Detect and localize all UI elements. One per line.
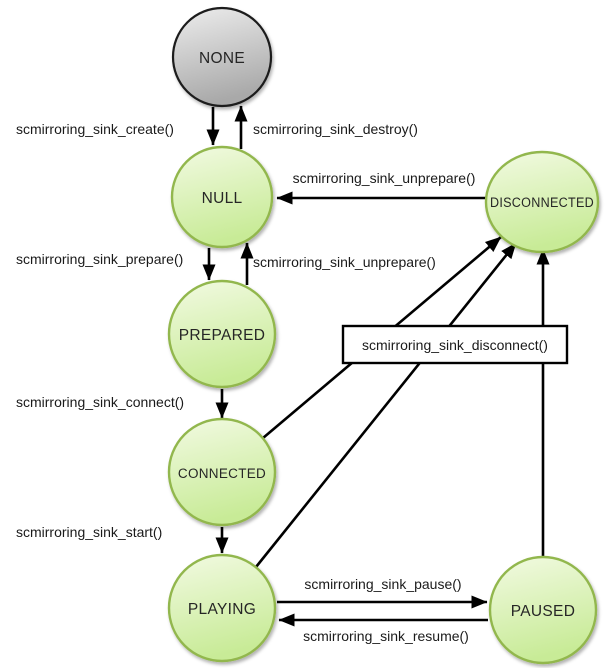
state-label-prepared: PREPARED	[179, 327, 266, 344]
state-circle-disconnected	[484, 150, 600, 254]
disconnect-box-rect	[341, 324, 569, 365]
state-label-disconnected: DISCONNECTED	[490, 195, 594, 210]
disconnect-transition-arrows	[254, 236, 550, 568]
transition-label-create: scmirroring_sink_create()	[16, 121, 174, 137]
state-label-connected: CONNECTED	[178, 466, 266, 481]
transition-label-unprepare-from-disconnected: scmirroring_sink_unprepare()	[293, 170, 476, 186]
transition-label-destroy: scmirroring_sink_destroy()	[253, 121, 418, 137]
transition-label-disconnect: scmirroring_sink_disconnect()	[362, 337, 548, 353]
transition-label-pause: scmirroring_sink_pause()	[304, 576, 461, 592]
state-null: NULL	[170, 145, 274, 249]
state-paused: PAUSED	[488, 555, 598, 665]
state-disconnected: DISCONNECTED	[484, 150, 600, 254]
disconnect-label-box: scmirroring_sink_disconnect()	[341, 324, 569, 365]
state-circle-connected	[167, 417, 277, 527]
transition-label-connect: scmirroring_sink_connect()	[16, 394, 184, 410]
state-label-null: NULL	[202, 190, 243, 207]
transition-label-unprepare-from-prepared: scmirroring_sink_unprepare()	[253, 254, 436, 270]
transition-label-resume: scmirroring_sink_resume()	[303, 628, 469, 644]
transition-label-prepare: scmirroring_sink_prepare()	[16, 251, 183, 267]
state-circle-null	[170, 145, 274, 249]
state-label-paused: PAUSED	[511, 603, 575, 620]
state-none: NONE	[171, 6, 273, 108]
state-nodes: NONE NULL PREPARED CONNECTED PLAYING DIS…	[167, 6, 600, 665]
transition-labels: scmirroring_sink_create() scmirroring_si…	[16, 121, 475, 644]
state-circle-none	[171, 6, 273, 108]
state-prepared: PREPARED	[167, 279, 277, 389]
state-playing: PLAYING	[167, 553, 277, 663]
transition-label-start: scmirroring_sink_start()	[16, 524, 162, 540]
state-circle-playing	[167, 553, 277, 663]
arrow-playing-to-disconnected	[254, 242, 518, 568]
state-circle-prepared	[167, 279, 277, 389]
state-circle-paused	[488, 555, 598, 665]
state-label-playing: PLAYING	[188, 601, 256, 618]
state-connected: CONNECTED	[167, 417, 277, 527]
state-label-none: NONE	[199, 50, 245, 67]
transition-arrows	[202, 105, 488, 627]
